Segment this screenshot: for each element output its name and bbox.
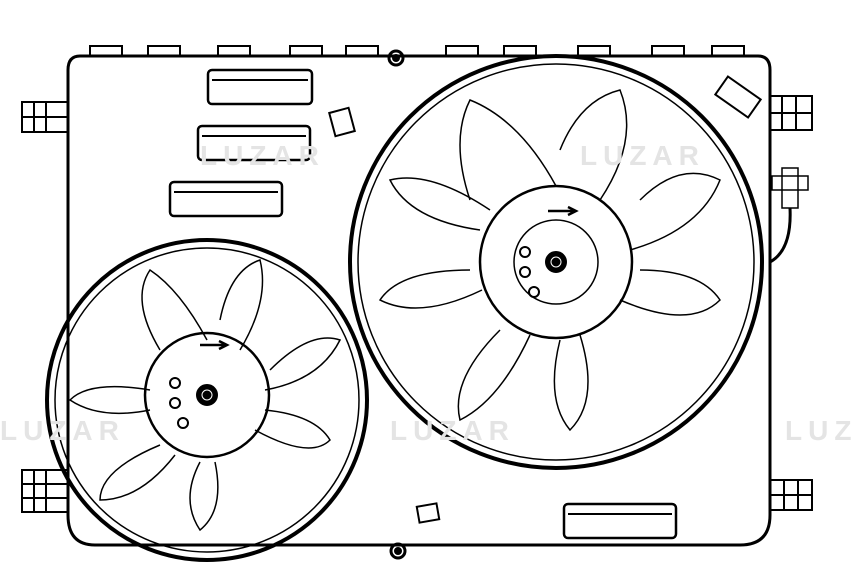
watermark: LUZAR xyxy=(580,140,705,171)
small-fan xyxy=(45,238,369,562)
side-brackets xyxy=(21,95,813,513)
large-fan xyxy=(348,54,764,470)
shroud-frame xyxy=(66,54,772,547)
watermark: LUZAR xyxy=(390,415,515,446)
watermark: LUZAR xyxy=(200,140,325,171)
watermark: LUZAR xyxy=(0,415,125,446)
connector xyxy=(769,167,809,264)
watermark: LUZAR xyxy=(785,415,854,446)
clip-slots xyxy=(168,68,678,540)
